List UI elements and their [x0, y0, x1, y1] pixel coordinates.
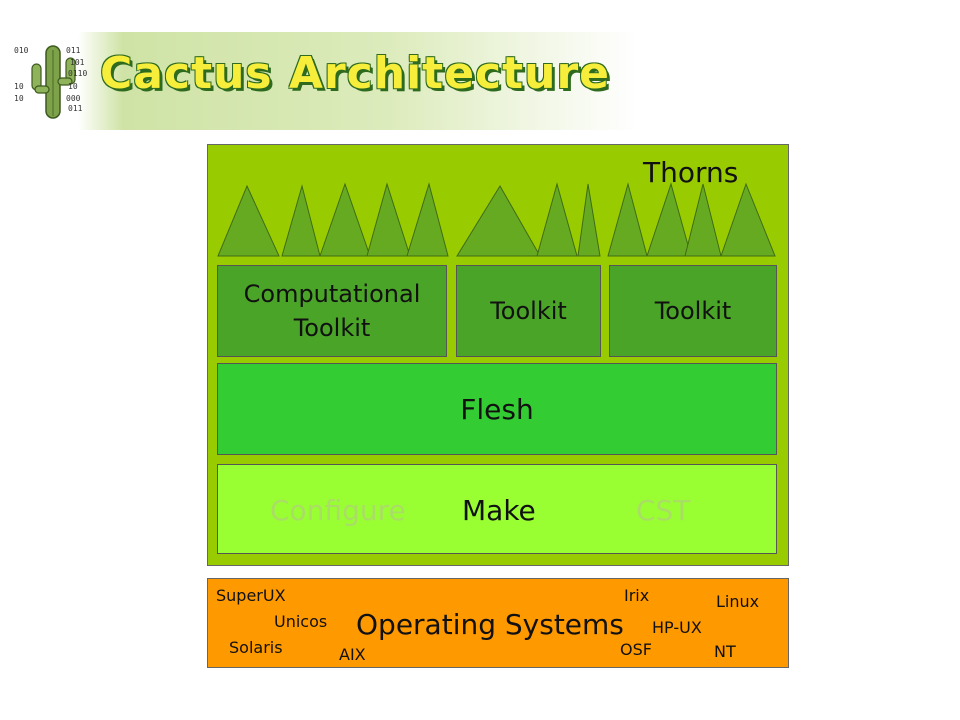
toolkit-label: Toolkit	[654, 297, 732, 325]
os-item: Solaris	[229, 638, 283, 657]
thorn	[577, 183, 601, 257]
thorns-label: Thorns	[643, 156, 739, 189]
configure-label: Configure	[270, 494, 406, 527]
logo-bits: 000	[66, 94, 81, 103]
thorn	[720, 182, 776, 257]
thorn	[406, 182, 449, 257]
os-item: SuperUX	[216, 586, 286, 605]
thorn	[366, 182, 411, 257]
cactus-logo-icon: 010 011 101 0110 10 10 10 000 011	[14, 38, 87, 122]
thorn	[684, 183, 722, 257]
thorn	[217, 184, 280, 257]
os-item: AIX	[339, 645, 366, 664]
os-item: HP-UX	[652, 618, 702, 637]
os-item: Unicos	[274, 612, 328, 631]
logo-bits: 10	[68, 82, 78, 91]
thorn	[536, 182, 578, 257]
flesh-box: Flesh	[217, 363, 777, 455]
toolkit-box: Toolkit	[456, 265, 601, 357]
slide-title: Cactus Architecture	[100, 48, 611, 99]
thorn	[456, 185, 541, 257]
os-item: Irix	[624, 586, 650, 605]
toolkit-box: Toolkit	[609, 265, 777, 357]
logo-bits: 101	[70, 58, 85, 67]
cactus-logo-graphic	[31, 45, 76, 119]
logo-bits: 0110	[68, 69, 88, 78]
cst-label: CST	[636, 494, 691, 527]
toolkit-label: Toolkit	[293, 314, 371, 342]
logo-bits: 10	[14, 94, 24, 103]
toolkit-label: Toolkit	[490, 297, 567, 325]
computational-toolkit-box: Computational Toolkit	[217, 265, 447, 357]
toolkit-label: Computational	[243, 280, 421, 308]
logo-bits: 010	[14, 46, 29, 55]
operating-systems-title: Operating Systems	[356, 608, 624, 641]
operating-systems-box	[207, 578, 789, 668]
os-item: Linux	[716, 592, 760, 611]
thorn	[646, 182, 692, 257]
os-item: OSF	[620, 640, 652, 659]
thorn	[319, 182, 371, 257]
thorns-graphic	[217, 182, 776, 257]
os-item: NT	[714, 642, 736, 661]
thorn	[607, 182, 648, 257]
thorn	[281, 184, 321, 257]
logo-bits: 011	[66, 46, 81, 55]
logo-bits: 10	[14, 82, 24, 91]
make-label: Make	[462, 494, 536, 527]
flesh-label: Flesh	[460, 392, 534, 426]
title-band	[78, 32, 638, 130]
build-tools-box	[217, 464, 777, 554]
logo-bits: 011	[68, 104, 83, 113]
